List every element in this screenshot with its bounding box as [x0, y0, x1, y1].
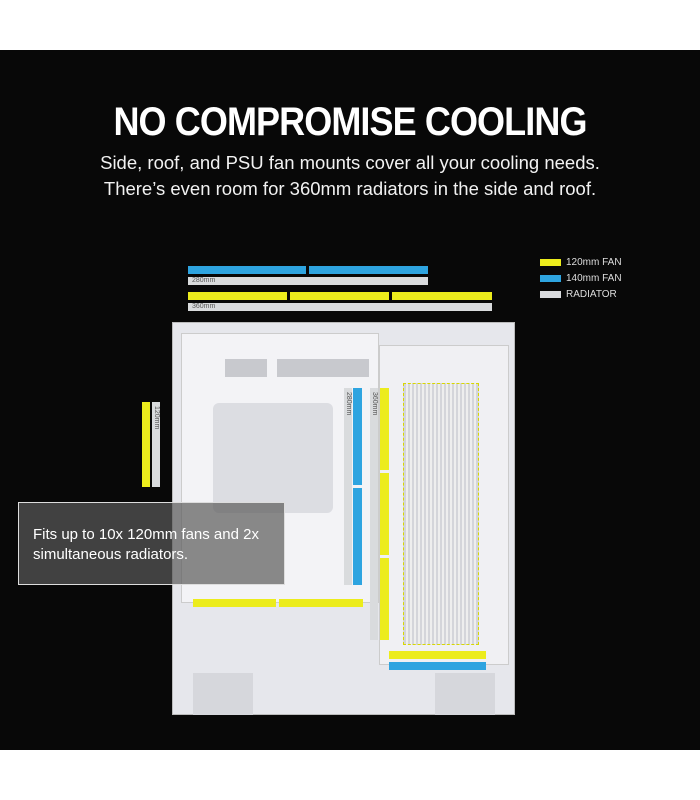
fan-120-inner: [380, 558, 389, 640]
radiator-280-top: 280mm: [188, 277, 428, 285]
fan-140-top: [188, 266, 306, 274]
fan-120-bottom: [279, 599, 363, 607]
callout-box: Fits up to 10x 120mm fans and 2x simulta…: [18, 502, 285, 585]
fan-120-inner: [380, 473, 389, 555]
fan-140-inner: [353, 388, 362, 485]
fan-120-top: [188, 292, 287, 300]
fan-140-top: [309, 266, 428, 274]
radiator-360-inner: 360mm: [370, 388, 378, 640]
page-title: NO COMPROMISE COOLING: [113, 100, 587, 144]
fan-140-psu: [389, 662, 486, 670]
fan-120-inner: [380, 388, 389, 470]
subtitle-line-1: Side, roof, and PSU fan mounts cover all…: [100, 152, 600, 173]
fan-120-bottom: [193, 599, 276, 607]
legend-swatch-140: [540, 275, 561, 282]
fan-140-inner: [353, 488, 362, 585]
legend-swatch-radiator: [540, 291, 561, 298]
legend-label-120: 120mm FAN: [566, 257, 622, 268]
fan-120-top: [392, 292, 492, 300]
radiator-280-inner: 280mm: [344, 388, 352, 585]
legend-label-140: 140mm FAN: [566, 273, 622, 284]
legend-label-radiator: RADIATOR: [566, 289, 617, 300]
fan-120-top: [290, 292, 389, 300]
radiator-360-top: 360mm: [188, 303, 492, 311]
fan-120-psu: [389, 651, 486, 659]
subtitle-line-2: There’s even room for 360mm radiators in…: [103, 178, 597, 199]
radiator-120-side: 120mm: [152, 402, 160, 487]
fan-120-side: [142, 402, 150, 487]
legend-swatch-120: [540, 259, 561, 266]
